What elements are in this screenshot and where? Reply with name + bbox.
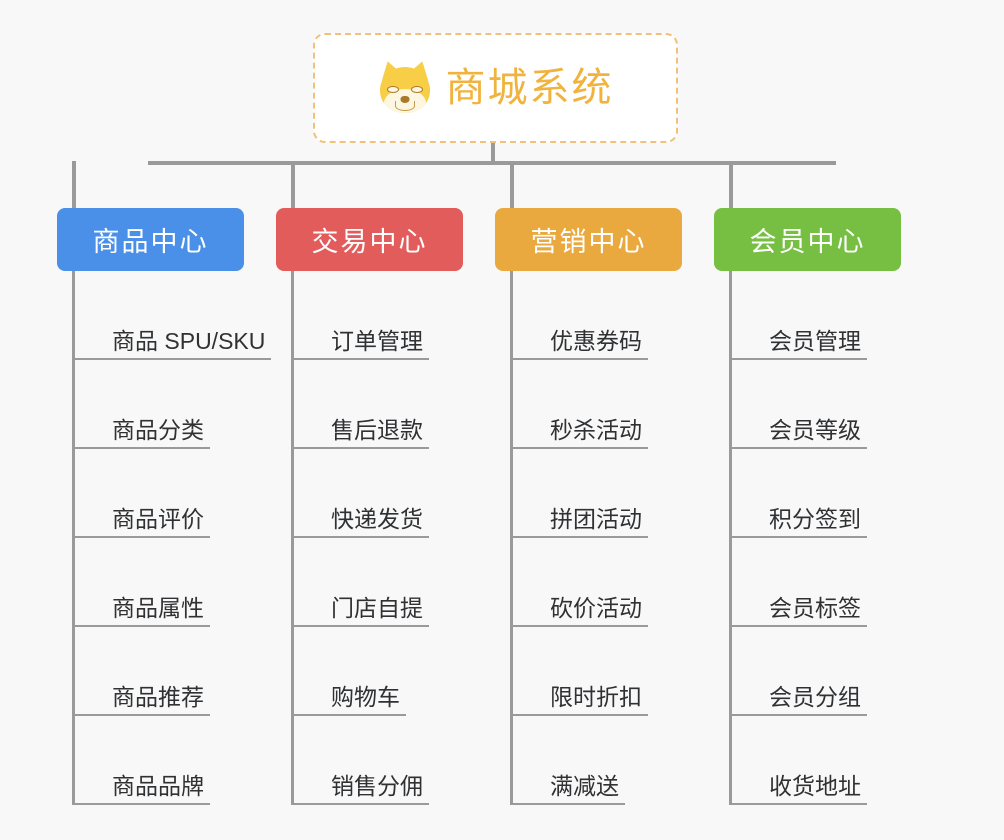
- shiba-dog-icon: [376, 58, 433, 115]
- leaf-item[interactable]: 秒杀活动: [512, 360, 682, 449]
- leaf-item[interactable]: 会员分组: [731, 627, 901, 716]
- leaf-item[interactable]: 拼团活动: [512, 449, 682, 538]
- leaf-item-underline: [731, 358, 867, 360]
- leaf-item-underline: [293, 536, 429, 538]
- leaf-item-underline: [512, 803, 625, 805]
- leaf-item[interactable]: 会员管理: [731, 271, 901, 360]
- leaf-item-underline: [731, 536, 867, 538]
- branch-column-2: 交易中心订单管理售后退款快递发货门店自提购物车销售分佣: [276, 208, 463, 805]
- leaf-item[interactable]: 限时折扣: [512, 627, 682, 716]
- leaf-item[interactable]: 订单管理: [293, 271, 463, 360]
- leaf-item[interactable]: 商品品牌: [74, 716, 244, 805]
- leaf-item-label: 商品属性: [112, 594, 204, 621]
- leaf-item-underline: [74, 447, 210, 449]
- leaf-item-label: 商品评价: [112, 505, 204, 532]
- leaf-item-label: 会员标签: [769, 594, 861, 621]
- leaf-item-underline: [74, 536, 210, 538]
- leaf-item-underline: [74, 625, 210, 627]
- leaf-item[interactable]: 会员等级: [731, 360, 901, 449]
- leaf-item-underline: [731, 714, 867, 716]
- leaf-item-underline: [293, 803, 429, 805]
- branch-items-4: 会员管理会员等级积分签到会员标签会员分组收货地址: [729, 271, 901, 805]
- leaf-item-underline: [293, 714, 406, 716]
- leaf-item-label: 商品推荐: [112, 683, 204, 710]
- connector-horizontal-bar: [148, 161, 836, 165]
- leaf-item[interactable]: 商品推荐: [74, 627, 244, 716]
- leaf-item-underline: [74, 803, 210, 805]
- leaf-item-label: 限时折扣: [550, 683, 642, 710]
- connector-root-stub: [491, 143, 495, 163]
- leaf-item-label: 积分签到: [769, 505, 861, 532]
- connector-drop-3: [510, 161, 514, 209]
- branch-items-3: 优惠券码秒杀活动拼团活动砍价活动限时折扣满减送: [510, 271, 682, 805]
- branch-column-4: 会员中心会员管理会员等级积分签到会员标签会员分组收货地址: [714, 208, 901, 805]
- branch-trunk-2: [291, 271, 294, 805]
- branch-trunk-4: [729, 271, 732, 805]
- leaf-item-label: 砍价活动: [550, 594, 642, 621]
- connector-drop-2: [291, 161, 295, 209]
- leaf-item-label: 优惠券码: [550, 327, 642, 354]
- branch-column-3: 营销中心优惠券码秒杀活动拼团活动砍价活动限时折扣满减送: [495, 208, 682, 805]
- leaf-item-label: 会员等级: [769, 416, 861, 443]
- leaf-item-underline: [293, 447, 429, 449]
- leaf-item-label: 销售分佣: [331, 772, 423, 799]
- leaf-item[interactable]: 满减送: [512, 716, 682, 805]
- leaf-item-label: 商品 SPU/SKU: [112, 327, 266, 354]
- leaf-item[interactable]: 商品评价: [74, 449, 244, 538]
- leaf-item-label: 购物车: [331, 683, 400, 710]
- leaf-item-underline: [512, 536, 648, 538]
- root-node[interactable]: 商城系统: [313, 33, 678, 143]
- leaf-item-underline: [731, 803, 867, 805]
- connector-drop-1: [72, 161, 76, 209]
- leaf-item-label: 拼团活动: [550, 505, 642, 532]
- leaf-item[interactable]: 销售分佣: [293, 716, 463, 805]
- leaf-item[interactable]: 购物车: [293, 627, 463, 716]
- leaf-item-label: 收货地址: [769, 772, 861, 799]
- branch-header-4[interactable]: 会员中心: [714, 208, 901, 271]
- leaf-item-label: 会员分组: [769, 683, 861, 710]
- branch-trunk-1: [72, 271, 75, 805]
- leaf-item-label: 会员管理: [769, 327, 861, 354]
- leaf-item[interactable]: 商品属性: [74, 538, 244, 627]
- branch-column-1: 商品中心商品 SPU/SKU 商品分类商品评价商品属性商品推荐商品品牌: [57, 208, 271, 805]
- root-title: 商城系统: [445, 66, 614, 110]
- leaf-item[interactable]: 门店自提: [293, 538, 463, 627]
- leaf-item[interactable]: 收货地址: [731, 716, 901, 805]
- leaf-item-label: 秒杀活动: [550, 416, 642, 443]
- leaf-item-label: 快递发货: [331, 505, 423, 532]
- leaf-item-underline: [293, 625, 429, 627]
- leaf-item-underline: [293, 358, 429, 360]
- leaf-item-label: 门店自提: [331, 594, 423, 621]
- leaf-item-label: 订单管理: [331, 327, 423, 354]
- leaf-item-underline: [512, 447, 648, 449]
- branch-trunk-3: [510, 271, 513, 805]
- leaf-item-underline: [731, 447, 867, 449]
- leaf-item[interactable]: 优惠券码: [512, 271, 682, 360]
- leaf-item-underline: [74, 714, 210, 716]
- leaf-item-label: 商品分类: [112, 416, 204, 443]
- leaf-item[interactable]: 会员标签: [731, 538, 901, 627]
- branch-header-1[interactable]: 商品中心: [57, 208, 244, 271]
- leaf-item[interactable]: 商品分类: [74, 360, 244, 449]
- leaf-item[interactable]: 砍价活动: [512, 538, 682, 627]
- branch-items-2: 订单管理售后退款快递发货门店自提购物车销售分佣: [291, 271, 463, 805]
- leaf-item-label: 商品品牌: [112, 772, 204, 799]
- branch-items-1: 商品 SPU/SKU 商品分类商品评价商品属性商品推荐商品品牌: [72, 271, 271, 805]
- branch-header-3[interactable]: 营销中心: [495, 208, 682, 271]
- leaf-item[interactable]: 积分签到: [731, 449, 901, 538]
- leaf-item-label: 满减送: [550, 772, 619, 799]
- leaf-item-underline: [512, 625, 648, 627]
- connector-drop-4: [729, 161, 733, 209]
- leaf-item-label: 售后退款: [331, 416, 423, 443]
- leaf-item[interactable]: 商品 SPU/SKU: [74, 271, 271, 360]
- leaf-item-underline: [731, 625, 867, 627]
- leaf-item[interactable]: 售后退款: [293, 360, 463, 449]
- leaf-item-underline: [74, 358, 271, 360]
- leaf-item-underline: [512, 714, 648, 716]
- leaf-item[interactable]: 快递发货: [293, 449, 463, 538]
- branch-header-2[interactable]: 交易中心: [276, 208, 463, 271]
- leaf-item-underline: [512, 358, 648, 360]
